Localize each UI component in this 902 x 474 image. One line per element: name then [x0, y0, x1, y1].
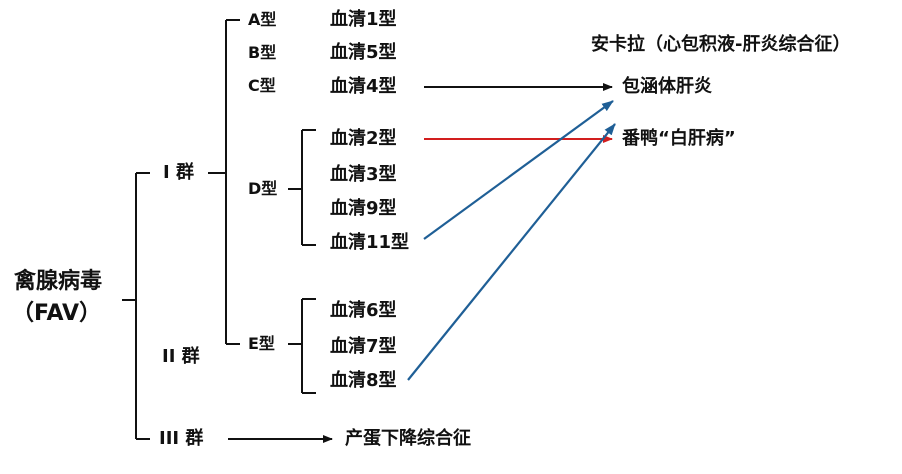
serotype-9: 血清9型: [330, 198, 397, 219]
serotype-4: 血清4型: [330, 76, 397, 97]
serotype-3: 血清3型: [330, 164, 397, 185]
disease-ibh: 包涵体肝炎: [622, 76, 712, 97]
root-abbr: （FAV）: [12, 301, 102, 326]
serotype-6: 血清6型: [330, 300, 397, 321]
serotype-1: 血清1型: [330, 9, 397, 30]
disease-duck-white-liver: 番鸭“白肝病”: [622, 128, 736, 149]
group-2-label: II 群: [162, 346, 200, 367]
type-b-label: B型: [248, 43, 277, 62]
arrow-s11-to-ibh: [423, 100, 614, 240]
group-1-label: I 群: [163, 162, 194, 183]
type-d-label: D型: [248, 179, 278, 198]
serotype-8: 血清8型: [330, 370, 397, 391]
group-3-label: III 群: [159, 428, 204, 449]
root-name: 禽腺病毒: [14, 269, 103, 294]
serotype-11: 血清11型: [330, 232, 410, 253]
type-c-label: C型: [248, 76, 276, 95]
type-a-label: A型: [248, 10, 277, 29]
serotype-7: 血清7型: [330, 336, 397, 357]
serotype-2: 血清2型: [330, 128, 397, 149]
arrow-s8-to-ibh: [407, 123, 616, 381]
disease-hhs: 安卡拉（心包积液-肝炎综合征）: [591, 34, 851, 55]
disease-eds: 产蛋下降综合征: [345, 428, 471, 449]
serotype-5: 血清5型: [330, 42, 397, 63]
type-e-label: E型: [248, 334, 275, 353]
